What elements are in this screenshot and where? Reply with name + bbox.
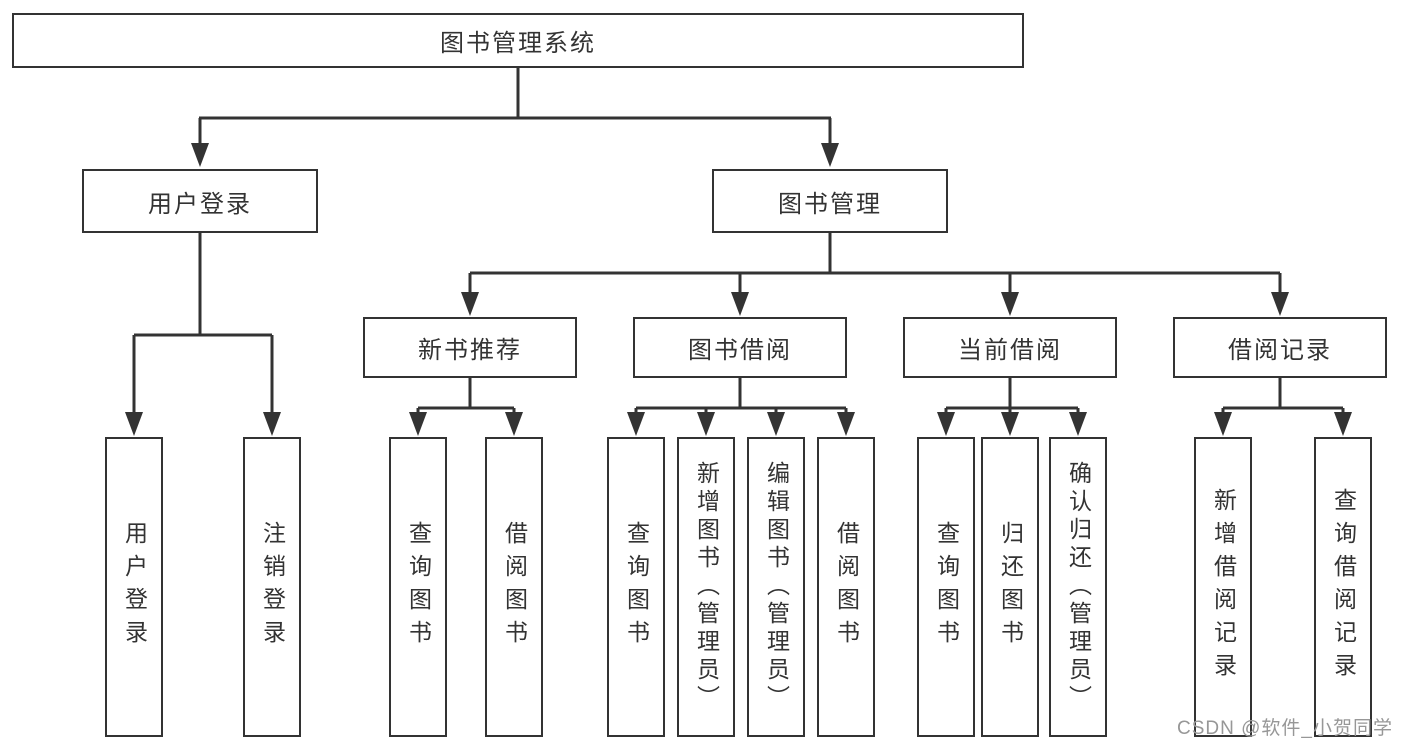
connector-book-branch xyxy=(468,233,1282,293)
leaf-query-borrow-record: 查询借阅记录 xyxy=(1314,437,1372,737)
node-label: 借阅记录 xyxy=(1228,337,1332,364)
leaf-label: 确认归还（管理员） xyxy=(1065,461,1092,713)
node-label: 新书推荐 xyxy=(418,337,522,364)
leaf-label: 编辑图书（管理员） xyxy=(763,461,790,713)
leaf-edit-book-admin: 编辑图书（管理员） xyxy=(747,437,805,737)
connector-root xyxy=(199,68,831,120)
node-book-management-branch: 图书管理 xyxy=(712,169,948,233)
connector-user-branch xyxy=(132,233,274,413)
leaf-query-books: 查询图书 xyxy=(917,437,975,737)
node-label: 用户登录 xyxy=(148,190,252,218)
leaf-add-borrow-record: 新增借阅记录 xyxy=(1194,437,1252,737)
leaf-label: 借阅图书 xyxy=(501,521,528,653)
node-label: 当前借阅 xyxy=(958,337,1062,364)
leaf-label: 新增图书（管理员） xyxy=(693,461,720,713)
leaf-label: 查询图书 xyxy=(405,521,432,653)
leaf-borrow-books: 借阅图书 xyxy=(817,437,875,737)
leaf-label: 查询图书 xyxy=(933,521,960,653)
connector-borrow-group xyxy=(634,377,848,413)
node-user-login-branch: 用户登录 xyxy=(82,169,318,233)
leaf-borrow-books: 借阅图书 xyxy=(485,437,543,737)
csdn-watermark: CSDN @软件_小贺同学 xyxy=(1177,718,1393,739)
leaf-label: 注销登录 xyxy=(259,521,286,653)
node-book-borrowing: 图书借阅 xyxy=(633,317,847,378)
connector-root-stubs xyxy=(198,118,832,144)
node-borrowing-records: 借阅记录 xyxy=(1173,317,1387,378)
node-library-management-system: 图书管理系统 xyxy=(12,13,1024,68)
leaf-confirm-return-admin: 确认归还（管理员） xyxy=(1049,437,1107,737)
connector-current-group xyxy=(944,377,1080,413)
connector-recommend-group xyxy=(416,377,516,413)
leaf-label: 查询借阅记录 xyxy=(1330,488,1357,686)
leaf-label: 归还图书 xyxy=(997,521,1024,653)
leaf-logout: 注销登录 xyxy=(243,437,301,737)
node-label: 图书借阅 xyxy=(688,337,792,364)
leaf-query-books: 查询图书 xyxy=(389,437,447,737)
leaf-add-book-admin: 新增图书（管理员） xyxy=(677,437,735,737)
leaf-label: 借阅图书 xyxy=(833,521,860,653)
leaf-label: 用户登录 xyxy=(121,521,148,653)
node-current-borrowing: 当前借阅 xyxy=(903,317,1117,378)
leaf-label: 查询图书 xyxy=(623,521,650,653)
node-label: 图书管理 xyxy=(778,190,882,218)
node-label: 图书管理系统 xyxy=(440,30,596,57)
connector-records-group xyxy=(1221,377,1345,413)
leaf-user-login: 用户登录 xyxy=(105,437,163,737)
node-new-book-recommendation: 新书推荐 xyxy=(363,317,577,378)
leaf-query-books: 查询图书 xyxy=(607,437,665,737)
leaf-return-books: 归还图书 xyxy=(981,437,1039,737)
leaf-label: 新增借阅记录 xyxy=(1210,488,1237,686)
